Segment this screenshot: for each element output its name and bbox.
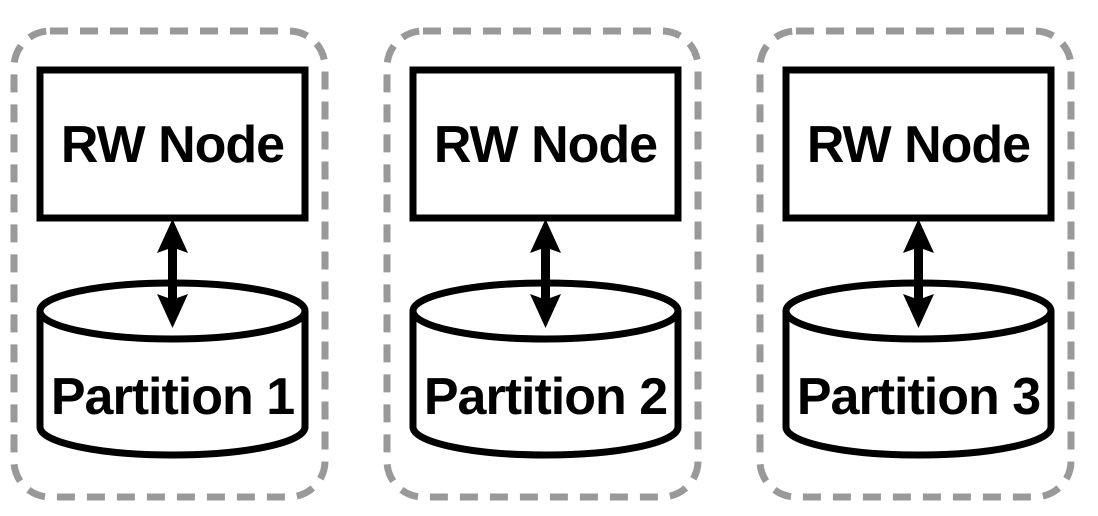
rw-node-box bbox=[36, 66, 309, 222]
partition-group-3: RW Node Partition 3 bbox=[756, 27, 1075, 501]
bidirectional-arrow-icon bbox=[530, 219, 561, 328]
partition-group-boundary bbox=[756, 27, 1075, 501]
rw-node-box bbox=[409, 66, 682, 222]
database-cylinder-body bbox=[409, 311, 682, 459]
partition-group-2: RW Node Partition 2 bbox=[383, 27, 702, 501]
partition-group-1: RW Node Partition 1 bbox=[10, 27, 329, 501]
partition-label: Partition 2 bbox=[424, 368, 667, 426]
rw-node-label: RW Node bbox=[434, 116, 657, 174]
rw-node-box bbox=[782, 66, 1055, 222]
partition-group-boundary bbox=[10, 27, 329, 501]
database-cylinder-body bbox=[782, 311, 1055, 459]
partition-label: Partition 3 bbox=[797, 368, 1040, 426]
rw-node-label: RW Node bbox=[61, 116, 284, 174]
bidirectional-arrow-icon bbox=[157, 219, 188, 328]
rw-node-label: RW Node bbox=[807, 116, 1030, 174]
bidirectional-arrow-icon bbox=[903, 219, 934, 328]
database-cylinder-body bbox=[36, 311, 309, 459]
partition-label: Partition 1 bbox=[51, 368, 294, 426]
partition-group-boundary bbox=[383, 27, 702, 501]
